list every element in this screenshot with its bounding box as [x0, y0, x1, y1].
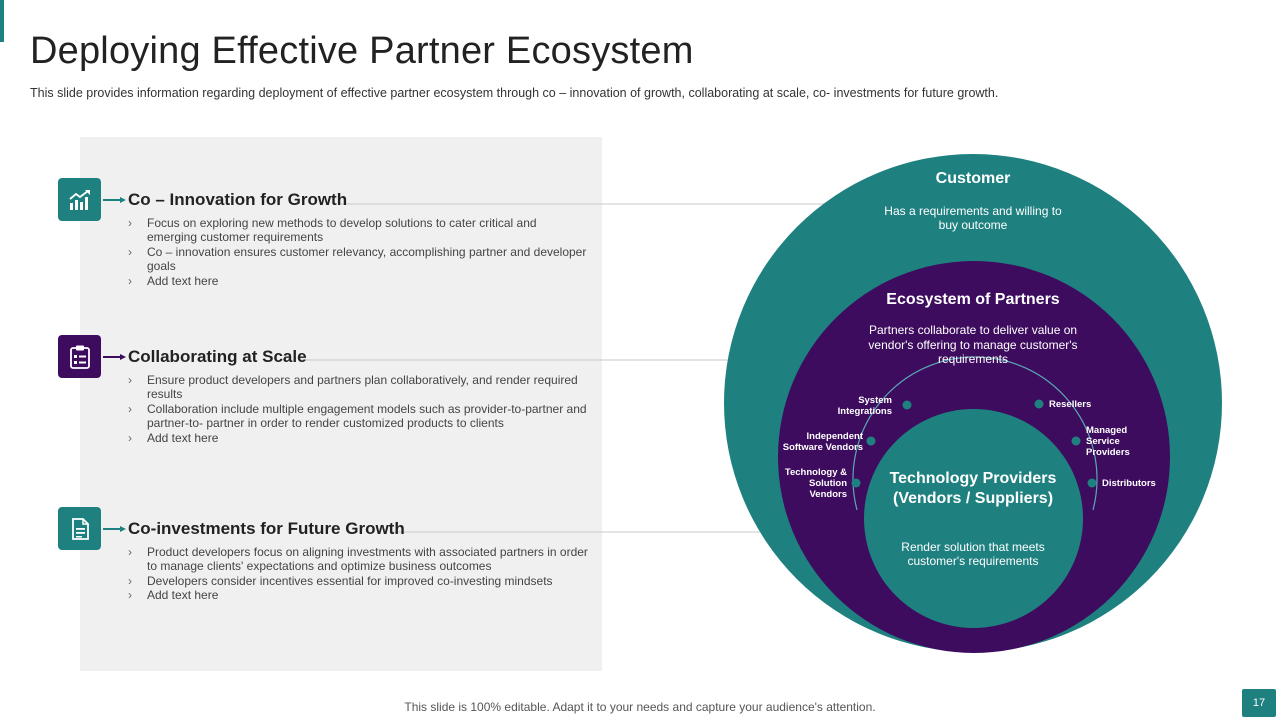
- node-label-managed-service-providers: Managed Service Providers: [1086, 425, 1130, 458]
- section-title: Co – Innovation for Growth: [128, 190, 348, 209]
- chevron-right-icon: ›: [128, 373, 132, 387]
- bullet-text: Add text here: [147, 273, 219, 288]
- footer-note: This slide is 100% editable. Adapt it to…: [404, 700, 876, 714]
- section-arrow-head: [120, 354, 126, 360]
- bullet-text: Collaboration include multiple engagemen…: [147, 401, 587, 431]
- section-arrow: [103, 356, 121, 358]
- bullet-text: Add text here: [147, 430, 219, 445]
- bullet-list: › Product developers focus on aligning in…: [128, 545, 588, 603]
- node-dot: [902, 400, 912, 410]
- section-arrow: [103, 528, 121, 530]
- chevron-right-icon: ›: [128, 244, 132, 259]
- list-item: › Co – innovation ensures customer releva…: [128, 245, 588, 274]
- node-dot: [866, 436, 876, 446]
- bullet-text: Developers consider incentives essential…: [147, 573, 553, 588]
- bullet-list: › Focus on exploring new methods to devel…: [128, 216, 588, 288]
- ecosystem-title: Ecosystem of Partners: [886, 291, 1060, 308]
- node-dot: [1071, 436, 1081, 446]
- section-title: Co-investments for Future Growth: [128, 519, 405, 538]
- list-item: › Ensure product developers and partners …: [128, 373, 588, 402]
- chevron-right-icon: ›: [128, 430, 132, 445]
- chevron-right-icon: ›: [128, 545, 132, 559]
- chevron-right-icon: ›: [128, 588, 132, 603]
- bullet-text: Add text here: [147, 588, 219, 603]
- page-subtitle: This slide provides information regardin…: [30, 86, 999, 100]
- list-item: › Add text here: [128, 274, 588, 288]
- section-title: Collaborating at Scale: [128, 347, 307, 366]
- page-number-badge: 17: [1242, 689, 1276, 717]
- document-icon: [58, 507, 101, 550]
- list-item: › Collaboration include multiple engageme…: [128, 402, 588, 431]
- node-label-system-integrations: System Integrations: [837, 395, 892, 417]
- chevron-right-icon: ›: [128, 273, 132, 288]
- providers-text: Render solution that meets customer's re…: [901, 540, 1045, 568]
- node-label-technology-solution-vendors: Technology & Solution Vendors: [784, 467, 847, 500]
- list-item: › Focus on exploring new methods to devel…: [128, 216, 588, 245]
- list-item: › Developers consider incentives essentia…: [128, 574, 588, 588]
- node-dot: [1034, 399, 1044, 409]
- page-title: Deploying Effective Partner Ecosystem: [30, 30, 694, 72]
- bullet-text: Co – innovation ensures customer relevan…: [147, 244, 587, 274]
- customer-title: Customer: [935, 170, 1011, 187]
- section-arrow-head: [120, 197, 126, 203]
- list-item: › Add text here: [128, 588, 588, 602]
- bullet-list: › Ensure product developers and partners …: [128, 373, 588, 445]
- corner-accent: [0, 0, 4, 42]
- section-arrow: [103, 199, 121, 201]
- node-label-independent-software-vendors: Independent Software Vendors: [782, 431, 863, 453]
- clipboard-icon: [58, 335, 101, 378]
- chevron-right-icon: ›: [128, 573, 132, 588]
- bullet-text: Focus on exploring new methods to develo…: [147, 216, 537, 245]
- bullet-text: Product developers focus on aligning inv…: [147, 545, 588, 574]
- list-item: › Add text here: [128, 431, 588, 445]
- node-dot: [851, 478, 861, 488]
- left-panel: [80, 137, 602, 671]
- bullet-text: Ensure product developers and partners p…: [147, 373, 578, 402]
- section-arrow-head: [120, 526, 126, 532]
- providers-title: Technology Providers (Vendors / Supplier…: [889, 470, 1057, 507]
- chevron-right-icon: ›: [128, 216, 132, 230]
- node-label-resellers: Resellers: [1049, 399, 1092, 410]
- node-label-distributors: Distributors: [1102, 478, 1156, 489]
- node-dot: [1087, 478, 1097, 488]
- chevron-right-icon: ›: [128, 401, 132, 416]
- technology-providers-circle: [864, 409, 1083, 628]
- customer-text: Has a requirements and willing to buy ou…: [884, 204, 1062, 232]
- list-item: › Product developers focus on aligning in…: [128, 545, 588, 574]
- growth-chart-icon: [58, 178, 101, 221]
- ecosystem-text: Partners collaborate to deliver value on…: [868, 323, 1078, 366]
